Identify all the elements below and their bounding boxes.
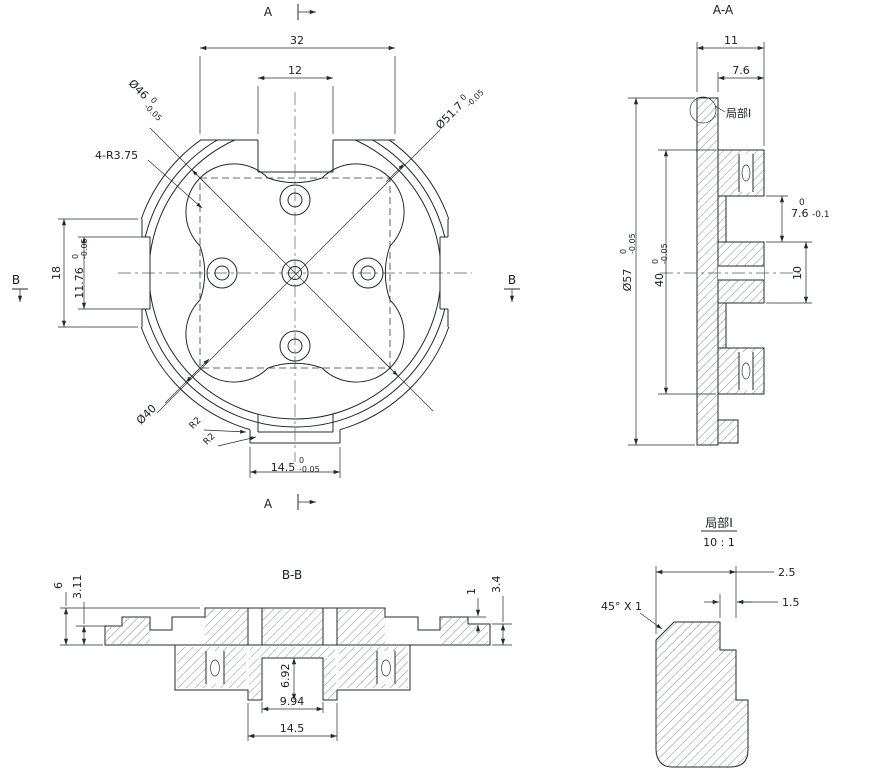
dia-40-label: Ø40	[134, 402, 159, 427]
marker-a-bottom-label: A	[264, 497, 273, 511]
svg-text:18: 18	[50, 266, 63, 280]
dim-76-tol-label: 0 7.6 -0.1	[791, 198, 830, 220]
svg-text:14.5: 14.5	[271, 461, 296, 474]
dim-10-label: 10	[791, 266, 804, 280]
bb-hole-right	[381, 659, 391, 677]
dim-34-label: 3.4	[490, 576, 503, 594]
top-notch	[200, 139, 395, 173]
svg-text:-0.05: -0.05	[465, 88, 486, 109]
dim-40-label: 40 0 -0.05	[651, 243, 669, 287]
dim-15-label: 1.5	[782, 596, 800, 609]
section-aa-title: A-A	[713, 3, 734, 17]
svg-text:0: 0	[71, 254, 80, 259]
svg-text:0: 0	[299, 456, 304, 465]
front-view: A A B B 32 12 Ø46 0 -0.05 Ø51.7 0 -0.05	[12, 4, 520, 511]
chamfer-leader	[639, 612, 663, 630]
dim-1176-label: 11.76 0 -0.05	[71, 238, 89, 298]
fillet-leader	[147, 159, 203, 209]
svg-text:0: 0	[651, 259, 660, 264]
detail-callout-label: 局部I	[726, 106, 751, 120]
svg-text:3.11: 3.11	[71, 575, 84, 600]
dim-994-label: 9.94	[280, 695, 305, 708]
detail-scale: 10 : 1	[703, 536, 735, 549]
dim-1-label: 1	[465, 588, 478, 595]
center-hole	[281, 259, 309, 287]
svg-text:-0.1: -0.1	[812, 210, 830, 220]
detail-callout-circle	[689, 96, 717, 124]
bolt-holes	[206, 184, 384, 362]
marker-b-left-label: B	[12, 273, 20, 287]
section-bb-title: B-B	[282, 568, 302, 582]
dia517-leader	[156, 129, 441, 414]
bb-hole-left	[210, 659, 220, 677]
r2-leader-a	[203, 429, 247, 434]
tab-section	[717, 419, 739, 444]
chamfer-note-label: 45° X 1	[601, 600, 642, 613]
section-marker-b-right: B	[504, 273, 520, 302]
section-marker-a-bottom: A	[264, 494, 316, 511]
dim-11-label: 11	[724, 34, 738, 47]
bb-plate-outline	[104, 607, 491, 646]
detail-title: 局部I	[705, 515, 733, 530]
section-marker-a-top: A	[264, 4, 316, 20]
marker-a-top-label: A	[264, 5, 273, 19]
dim-12-label: 12	[288, 64, 302, 77]
svg-text:6.92: 6.92	[279, 664, 292, 689]
svg-text:0: 0	[149, 96, 159, 106]
svg-text:Ø46: Ø46	[126, 77, 151, 102]
svg-text:Ø51.7: Ø51.7	[433, 99, 466, 132]
dim-18-label: 18	[50, 266, 63, 280]
svg-text:0: 0	[619, 249, 628, 254]
clover-pocket	[185, 163, 405, 383]
detail-shape	[655, 621, 749, 768]
svg-text:-0.05: -0.05	[628, 233, 637, 254]
hidden-square	[199, 177, 391, 369]
dim-692-label: 6.92	[279, 664, 292, 689]
section-marker-b-left: B	[12, 273, 28, 302]
svg-text:1: 1	[465, 588, 478, 595]
hole-section-bottom	[741, 362, 751, 380]
svg-text:-0.05: -0.05	[299, 465, 320, 474]
dia40-leader	[164, 358, 210, 404]
dim-6-label: 6	[52, 582, 65, 589]
svg-text:11.76: 11.76	[73, 267, 86, 299]
fillet-label: 4-R3.75	[95, 149, 138, 162]
svg-text:10: 10	[791, 266, 804, 280]
svg-text:-0.05: -0.05	[660, 243, 669, 264]
section-aa-view: A-A 局部I 11 7.6 Ø57 0 -0.0	[619, 3, 830, 446]
svg-text:-0.05: -0.05	[142, 102, 163, 123]
r2-leader-b	[217, 436, 257, 447]
svg-text:7.6: 7.6	[791, 207, 809, 220]
detail-view: 局部I 10 : 1 2.5 1.5 45° X 1	[601, 515, 800, 768]
svg-text:6: 6	[52, 582, 65, 589]
dim-311-label: 3.11	[71, 575, 84, 600]
dia-57-label: Ø57 0 -0.05	[619, 233, 637, 291]
svg-text:0: 0	[458, 92, 468, 102]
r2-label-b: R2	[202, 432, 218, 448]
dia-517-label: Ø51.7 0 -0.05	[433, 88, 486, 132]
svg-text:R2: R2	[202, 432, 218, 448]
marker-b-right-label: B	[508, 273, 516, 287]
svg-text:Ø40: Ø40	[134, 402, 159, 427]
svg-text:0: 0	[799, 198, 805, 208]
dim-145-label: 14.5 0 -0.05	[271, 456, 320, 474]
svg-text:R2: R2	[188, 416, 204, 432]
dim-25-label: 2.5	[778, 566, 796, 579]
svg-text:-0.05: -0.05	[80, 238, 89, 259]
dim-76-label: 7.6	[732, 64, 750, 77]
r2-label-a: R2	[188, 416, 204, 432]
hole-section-top	[741, 164, 751, 182]
svg-text:40: 40	[653, 273, 666, 287]
dia-46-label: Ø46 0 -0.05	[126, 77, 163, 123]
svg-text:3.4: 3.4	[490, 576, 503, 594]
dim-32-label: 32	[290, 34, 304, 47]
section-bb-view: B-B	[52, 568, 512, 741]
svg-text:Ø57: Ø57	[621, 269, 634, 292]
dim-145-bb-label: 14.5	[280, 722, 305, 735]
